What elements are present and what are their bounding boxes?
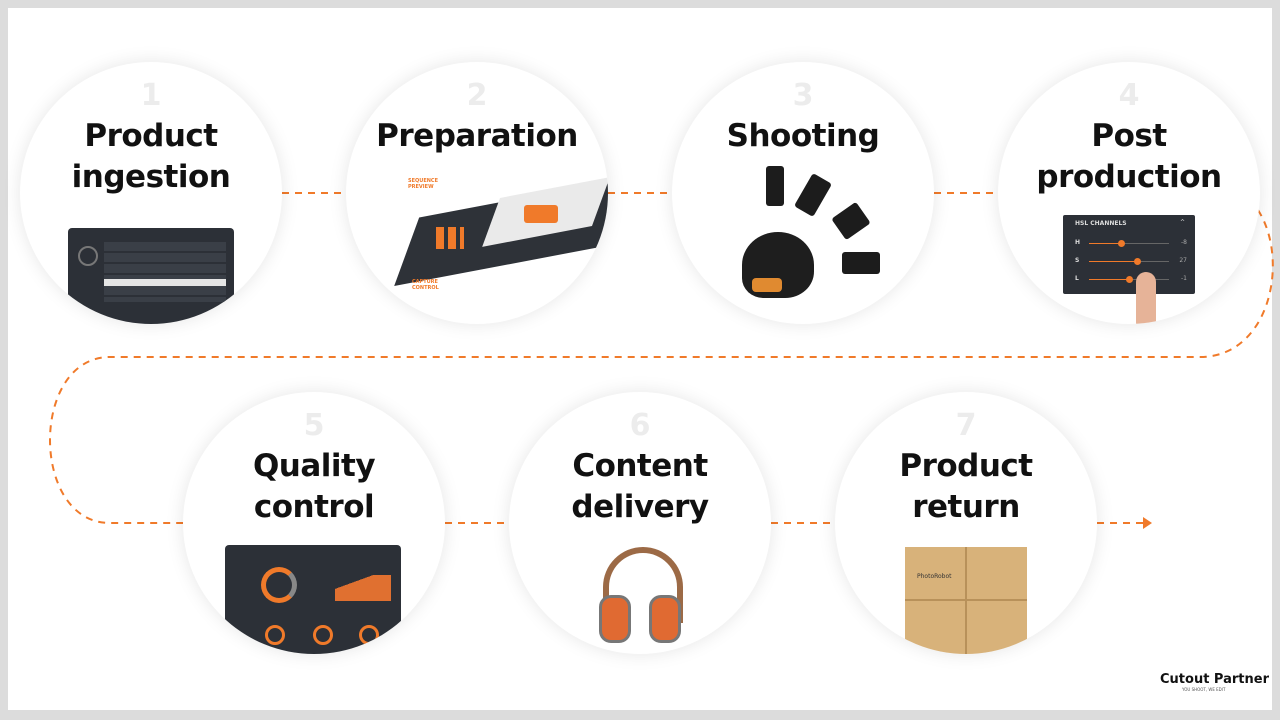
- step-title: Preparation: [376, 118, 578, 154]
- dashboard-table-illustration: [68, 228, 234, 324]
- qc-dashboard-illustration: [225, 545, 401, 654]
- cardboard-boxes-illustration: PhotoRobot: [905, 547, 1027, 654]
- headphones-icon: [599, 547, 683, 643]
- slider-thumb[interactable]: [1118, 240, 1125, 247]
- step-number: 6: [629, 408, 651, 443]
- connector-4-5: [49, 209, 1274, 524]
- capture-control-label: CAPTURE CONTROL: [412, 279, 439, 291]
- channel-label: H: [1075, 239, 1081, 246]
- slider-fill: [1089, 279, 1129, 280]
- step-number: 4: [1118, 78, 1140, 113]
- slider-thumb[interactable]: [1126, 276, 1133, 283]
- channel-label: L: [1075, 275, 1079, 282]
- box-brand-label: PhotoRobot: [917, 573, 952, 580]
- slider-track[interactable]: [1089, 243, 1169, 244]
- sequence-preview-label: SEQUENCE PREVIEW: [408, 178, 439, 190]
- channel-value: 27: [1179, 257, 1187, 264]
- step-number: 5: [303, 408, 325, 443]
- capture-software-illustration: [394, 177, 608, 297]
- slider-fill: [1089, 243, 1121, 244]
- step-number: 3: [792, 78, 814, 113]
- slider-thumb[interactable]: [1134, 258, 1141, 265]
- cameras-illustration: [762, 162, 892, 274]
- collapse-chevron-icon[interactable]: ^: [1179, 219, 1185, 226]
- step-number: 1: [140, 78, 162, 113]
- hsl-slider-s[interactable]: S 27: [1075, 257, 1187, 267]
- helmet-icon: [742, 232, 814, 298]
- channel-label: S: [1075, 257, 1080, 264]
- step-title: Shooting: [726, 118, 880, 154]
- cutout-partner-logo: Cutout Partner YOU SHOOT, WE EDIT: [1160, 672, 1269, 692]
- step-3-shooting: 3 Shooting: [672, 62, 934, 324]
- step-number: 7: [955, 408, 977, 443]
- step-2-preparation: 2 Preparation SEQUENCE PREVIEW CAPTURE C…: [346, 62, 608, 324]
- hsl-slider-h[interactable]: H -8: [1075, 239, 1187, 249]
- hsl-panel-title: HSL CHANNELS: [1075, 220, 1127, 227]
- step-number: 2: [466, 78, 488, 113]
- arrow-head-icon: [1143, 517, 1152, 529]
- hsl-slider-l[interactable]: L -1: [1075, 275, 1187, 285]
- channel-value: -8: [1181, 239, 1187, 246]
- slider-fill: [1089, 261, 1137, 262]
- channel-value: -1: [1181, 275, 1187, 282]
- finger-illustration: [1136, 272, 1156, 324]
